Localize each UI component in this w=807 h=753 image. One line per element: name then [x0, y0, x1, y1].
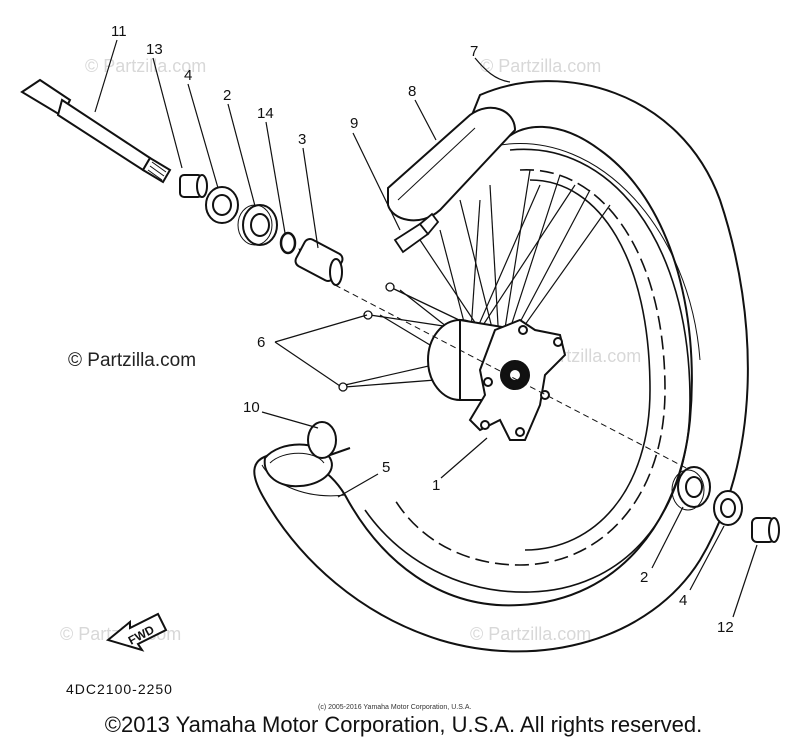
callout-12: 12: [717, 619, 734, 636]
callout-1: 1: [432, 477, 440, 494]
callout-11: 11: [111, 23, 127, 40]
collar-12: [751, 517, 780, 543]
spacer: [294, 238, 344, 286]
callout-labels: 11 13 4 2 14 3 9 8 7 6 10 5 1 2 4 12: [111, 23, 734, 636]
oil-seal-left: [205, 186, 239, 224]
footer-copyright: ©2013 Yamaha Motor Corporation, U.S.A. A…: [104, 712, 703, 737]
callout-6: 6: [257, 334, 265, 351]
callout-4-left: 4: [184, 67, 192, 84]
valve-cap: [307, 421, 337, 459]
callout-4-right: 4: [679, 592, 687, 609]
watermark-bottom-right: © Partzilla.com: [470, 624, 591, 644]
leader-lines: [94, 39, 758, 618]
fwd-arrow: FWD: [105, 612, 168, 652]
watermark-main: © Partzilla.com: [68, 350, 196, 371]
hub: [427, 318, 567, 441]
callout-2-left: 2: [223, 87, 231, 104]
bearing-right: [671, 466, 711, 511]
callout-14: 14: [257, 105, 274, 122]
callout-3: 3: [298, 131, 306, 148]
small-copyright: (c) 2005-2016 Yamaha Motor Corporation, …: [318, 704, 471, 711]
watermark-top-right: © Partzilla.com: [480, 56, 601, 76]
wheel-rim: [364, 148, 691, 593]
oil-seal-right: [713, 490, 743, 526]
circlip: [279, 231, 297, 255]
callout-13: 13: [146, 41, 163, 58]
part-code: 4DC2100-2250: [66, 681, 173, 697]
callout-9: 9: [350, 115, 358, 132]
collar-13: [179, 174, 208, 198]
front-wheel-exploded-diagram: © Partzilla.com © Partzilla.com © Partzi…: [20, 23, 780, 711]
callout-10: 10: [243, 399, 260, 416]
rim-band: [387, 106, 517, 222]
valve-stem: [393, 212, 440, 254]
callout-5: 5: [382, 459, 390, 476]
watermark-top-left: © Partzilla.com: [85, 56, 206, 76]
axle: [20, 78, 172, 184]
axle-centerline: [334, 284, 691, 471]
tube: [263, 443, 351, 488]
callout-7: 7: [470, 43, 478, 60]
callout-2-right: 2: [640, 569, 648, 586]
fwd-arrow-shape: [105, 612, 168, 652]
bearing-left: [237, 204, 278, 246]
callout-8: 8: [408, 83, 416, 100]
